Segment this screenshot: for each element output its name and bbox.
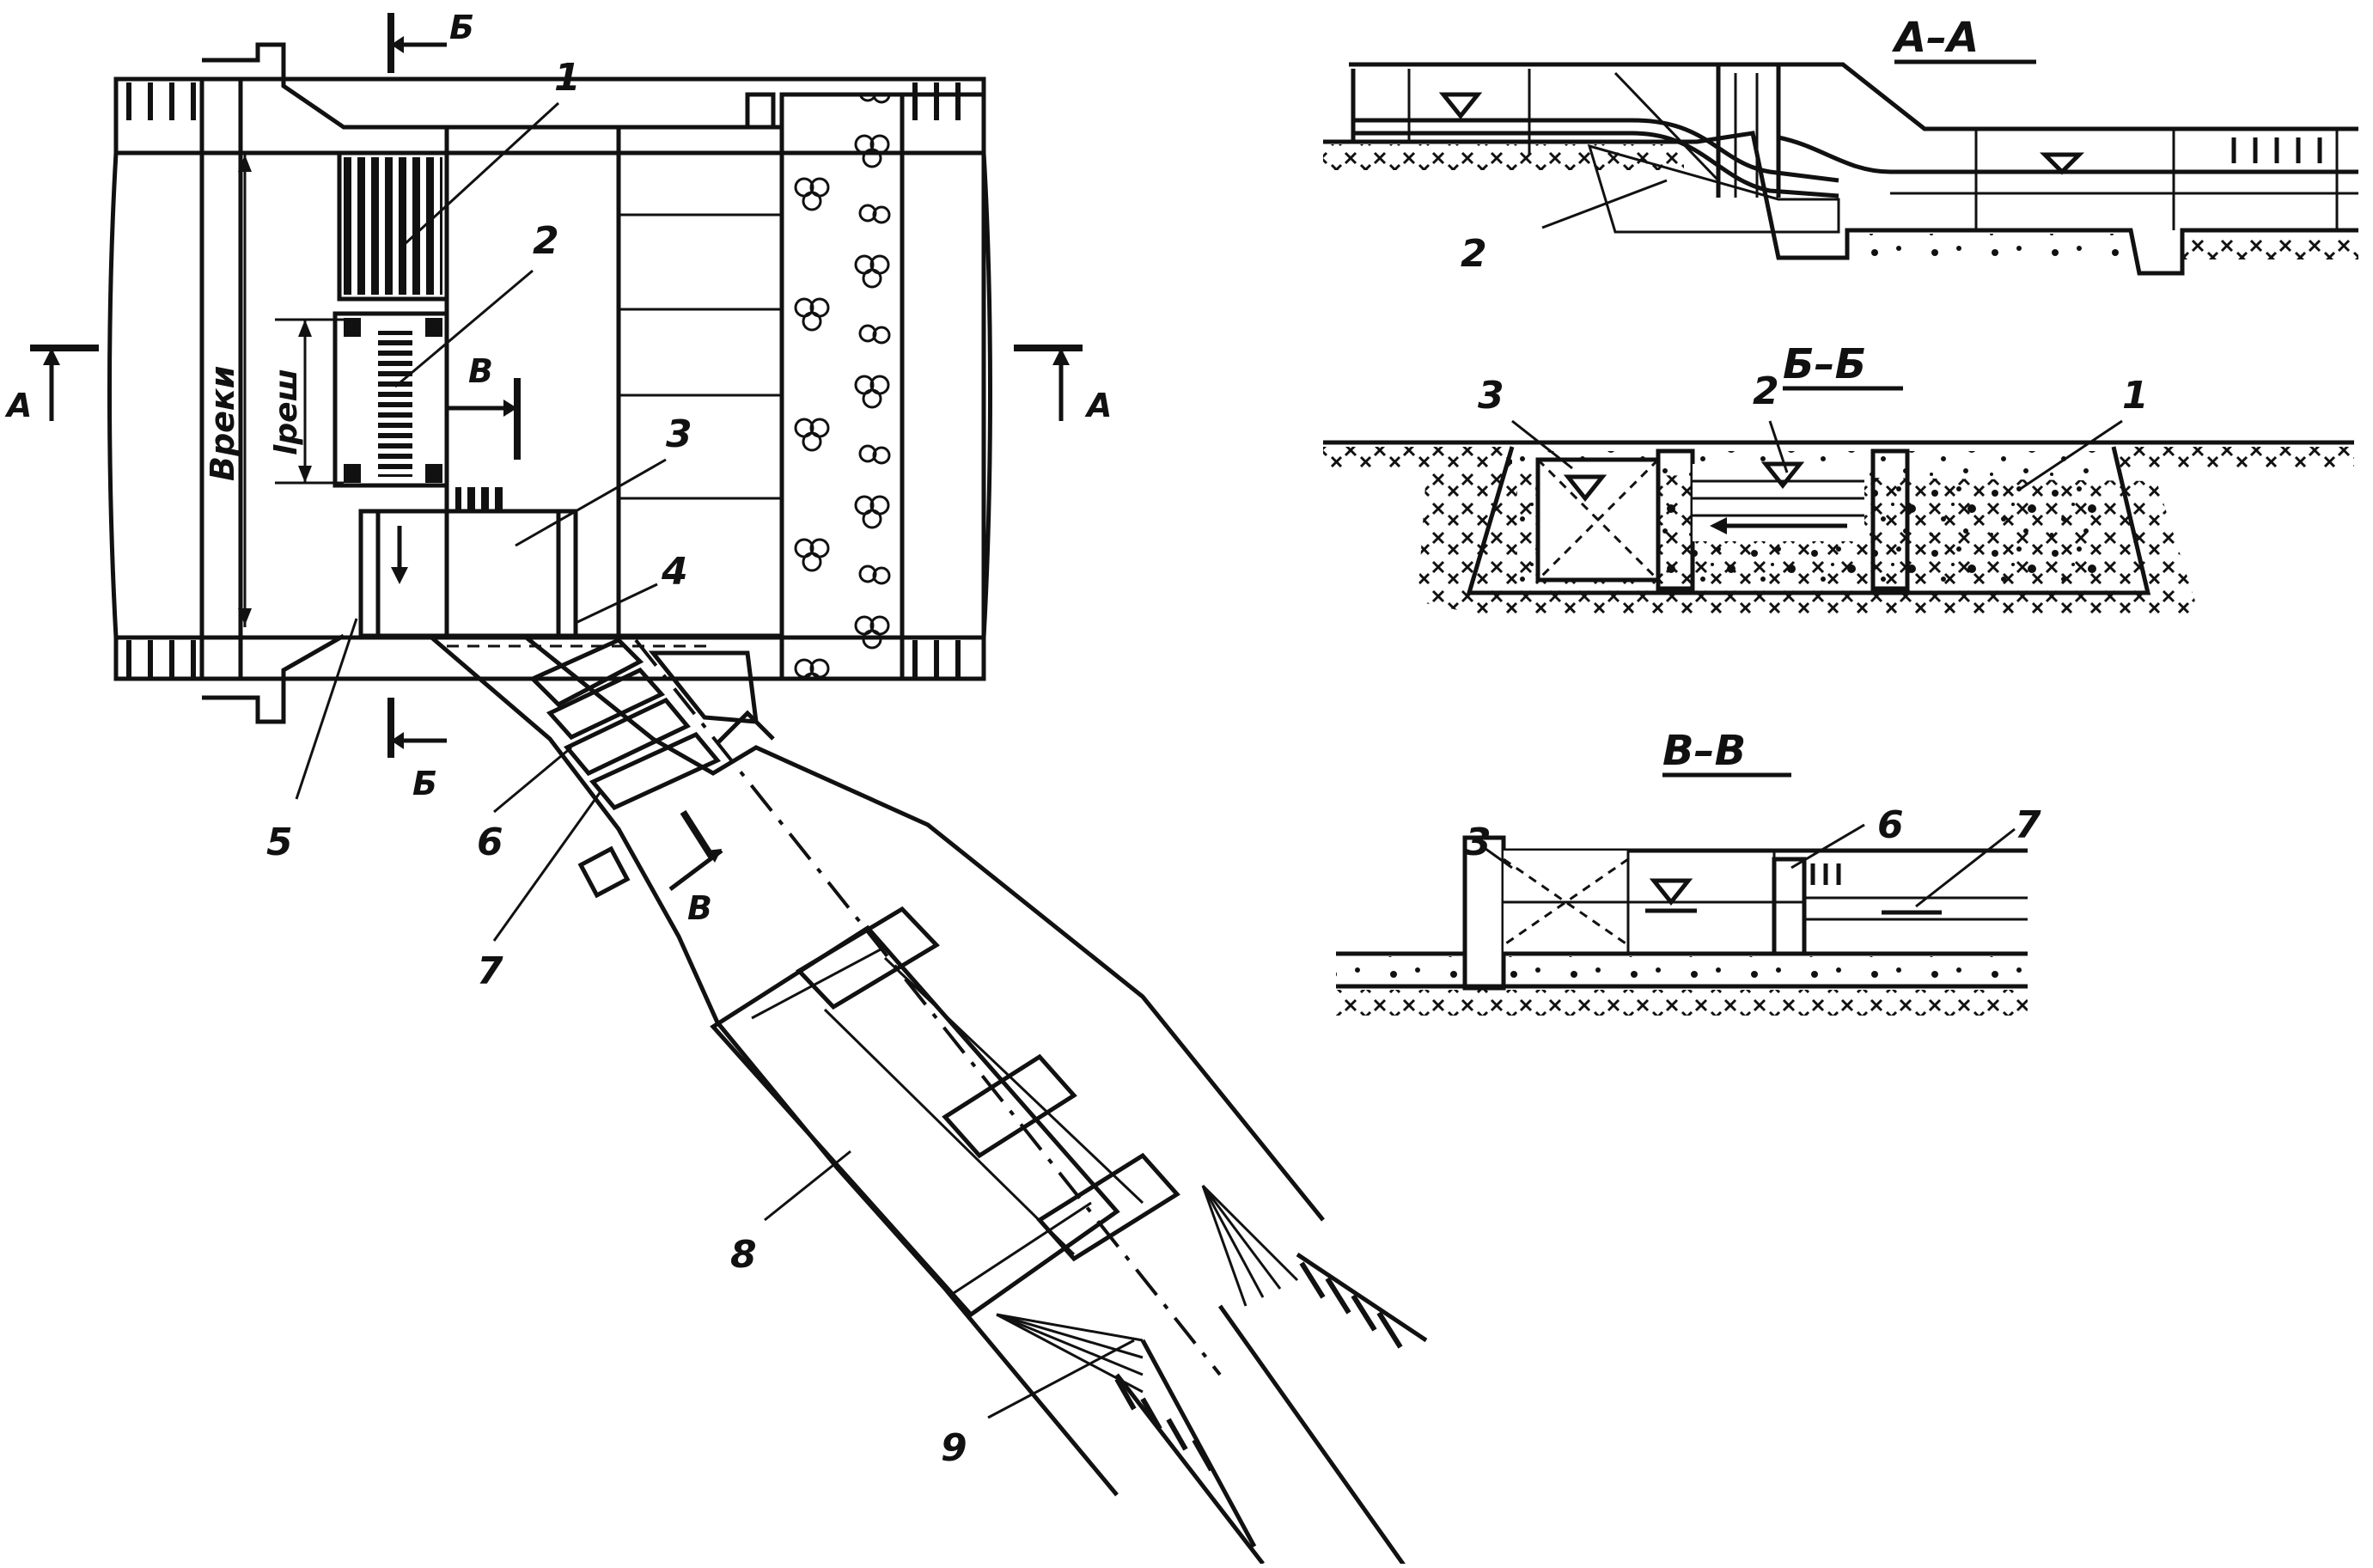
canal-diagonal <box>428 634 1428 1568</box>
callout-8: 8 <box>730 1233 757 1277</box>
section-marker-v: В <box>447 352 521 460</box>
section-bb-callout-1: 1 <box>2122 374 2149 418</box>
section-mark-v: В <box>687 889 712 927</box>
section-marker-v-lower: В <box>668 809 723 927</box>
section-marker-a-left: А <box>4 345 99 424</box>
callout-9: 9 <box>941 1426 967 1470</box>
section-vv-title: В–В <box>1662 727 1746 775</box>
callout-4: 4 <box>661 550 688 594</box>
section-mark-b: Б <box>449 9 474 46</box>
section-vv-callout-7: 7 <box>2015 803 2041 847</box>
section-aa-title: А–А <box>1891 14 1979 62</box>
section-bb-callout-3: 3 <box>1478 374 1504 418</box>
section-aa: А–А <box>1323 14 2358 276</box>
plan-callouts: 1 2 3 4 5 6 7 8 9 <box>266 56 1135 1470</box>
callout-3: 3 <box>666 412 692 456</box>
section-mark-b: Б <box>412 765 437 802</box>
section-vv: В–В 3 6 7 <box>1336 727 2041 1016</box>
grate-width-label: lреш <box>269 369 304 455</box>
callout-2: 2 <box>533 219 559 263</box>
dimension-river-width: Вреки <box>204 153 252 627</box>
section-marker-b-top: Б <box>387 9 474 73</box>
section-mark-a: А <box>4 387 32 424</box>
section-marker-b-bottom: Б <box>387 698 447 802</box>
plan-view: А А Б Б В <box>4 9 1428 1568</box>
section-vv-callout-6: 6 <box>1877 803 1904 847</box>
callout-1: 1 <box>554 56 581 100</box>
callout-6: 6 <box>477 821 503 864</box>
section-bb-title: Б–Б <box>1783 340 1866 388</box>
section-marker-a-right: А <box>1014 345 1112 424</box>
river-width-label: Вреки <box>204 366 241 481</box>
callout-7: 7 <box>477 949 503 993</box>
section-bb-callout-2: 2 <box>1753 369 1779 413</box>
dimension-grate-width: lреш <box>269 318 344 485</box>
section-mark-a: А <box>1084 387 1112 424</box>
section-bb: Б–Б 3 2 1 <box>1323 340 2354 614</box>
section-mark-v: В <box>468 352 493 390</box>
section-aa-callout-2: 2 <box>1461 232 1487 276</box>
callout-5: 5 <box>266 821 293 864</box>
section-vv-callout-3: 3 <box>1465 821 1492 864</box>
